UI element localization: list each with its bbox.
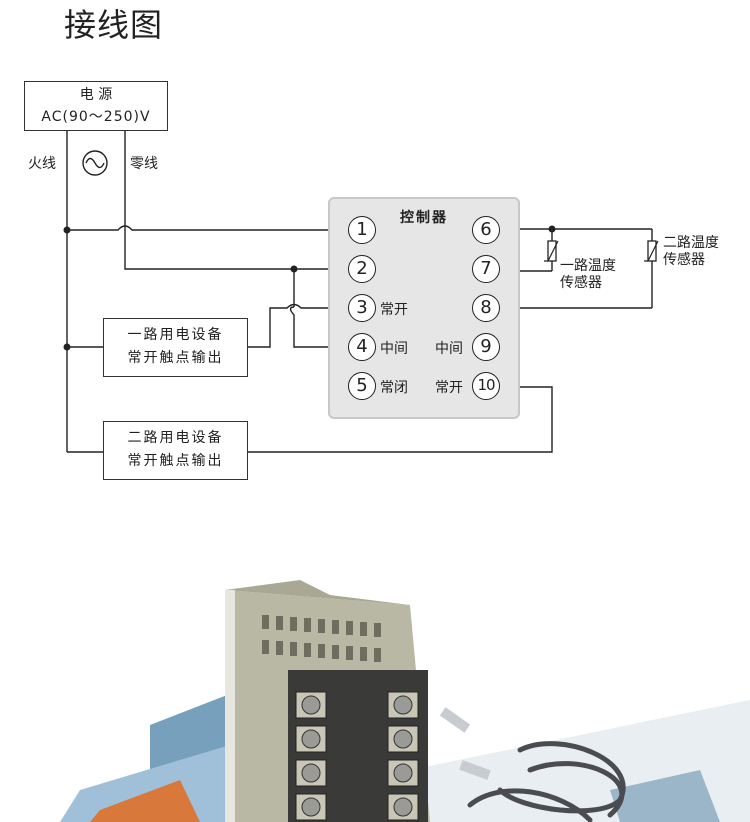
output2-label-line2: 常开触点输出 — [127, 453, 224, 469]
output1-label-line2: 常开触点输出 — [127, 350, 224, 366]
sensor1-thermistor-icon — [544, 240, 559, 262]
sensor1-label-line1: 一路温度 — [560, 258, 616, 274]
live-wire-label: 火线 — [28, 156, 56, 172]
terminal-2: 2 — [348, 255, 376, 283]
terminal-3-label: 常开 — [380, 302, 408, 318]
terminal-1: 1 — [348, 216, 376, 244]
terminal-5: 5 — [348, 372, 376, 400]
terminal-9-label: 中间 — [435, 341, 463, 357]
sensor1-label-line2: 传感器 — [560, 275, 602, 291]
terminal-5-label: 常闭 — [380, 380, 408, 396]
output1-label-line1: 一路用电设备 — [127, 327, 224, 343]
wiring-diagram: 电 源 AC(90～250)V 火线 零线 控制器 1 2 3 4 5 6 7 … — [0, 65, 750, 505]
output1-box: 一路用电设备 常开触点输出 — [103, 318, 248, 377]
controller-title: 控制器 — [400, 210, 448, 226]
terminal-9: 9 — [472, 333, 500, 361]
terminal-3: 3 — [348, 294, 376, 322]
sensor2-label: 二路温度 传感器 — [663, 235, 719, 269]
terminal-10: 10 — [472, 372, 500, 400]
terminal-6: 6 — [472, 216, 500, 244]
device-photo — [0, 520, 750, 822]
output2-box: 二路用电设备 常开触点输出 — [103, 421, 248, 480]
device-photo-icon — [60, 580, 750, 822]
sensor1-label: 一路温度 传感器 — [560, 258, 616, 292]
terminal-10-label: 常开 — [435, 380, 463, 396]
terminal-4-label: 中间 — [380, 341, 408, 357]
output2-label-line1: 二路用电设备 — [127, 430, 224, 446]
page-title: 接线图 — [64, 6, 164, 44]
ac-source-icon — [82, 150, 108, 176]
power-voltage: AC(90～250)V — [41, 109, 151, 125]
terminal-8: 8 — [472, 294, 500, 322]
sensor2-label-line1: 二路温度 — [663, 235, 719, 251]
terminal-7: 7 — [472, 255, 500, 283]
sensor2-thermistor-icon — [644, 240, 659, 262]
sensor2-label-line2: 传感器 — [663, 252, 705, 268]
power-label: 电 源 — [79, 87, 113, 103]
terminal-4: 4 — [348, 333, 376, 361]
neutral-wire-label: 零线 — [130, 156, 158, 172]
power-supply-box: 电 源 AC(90～250)V — [24, 81, 168, 131]
